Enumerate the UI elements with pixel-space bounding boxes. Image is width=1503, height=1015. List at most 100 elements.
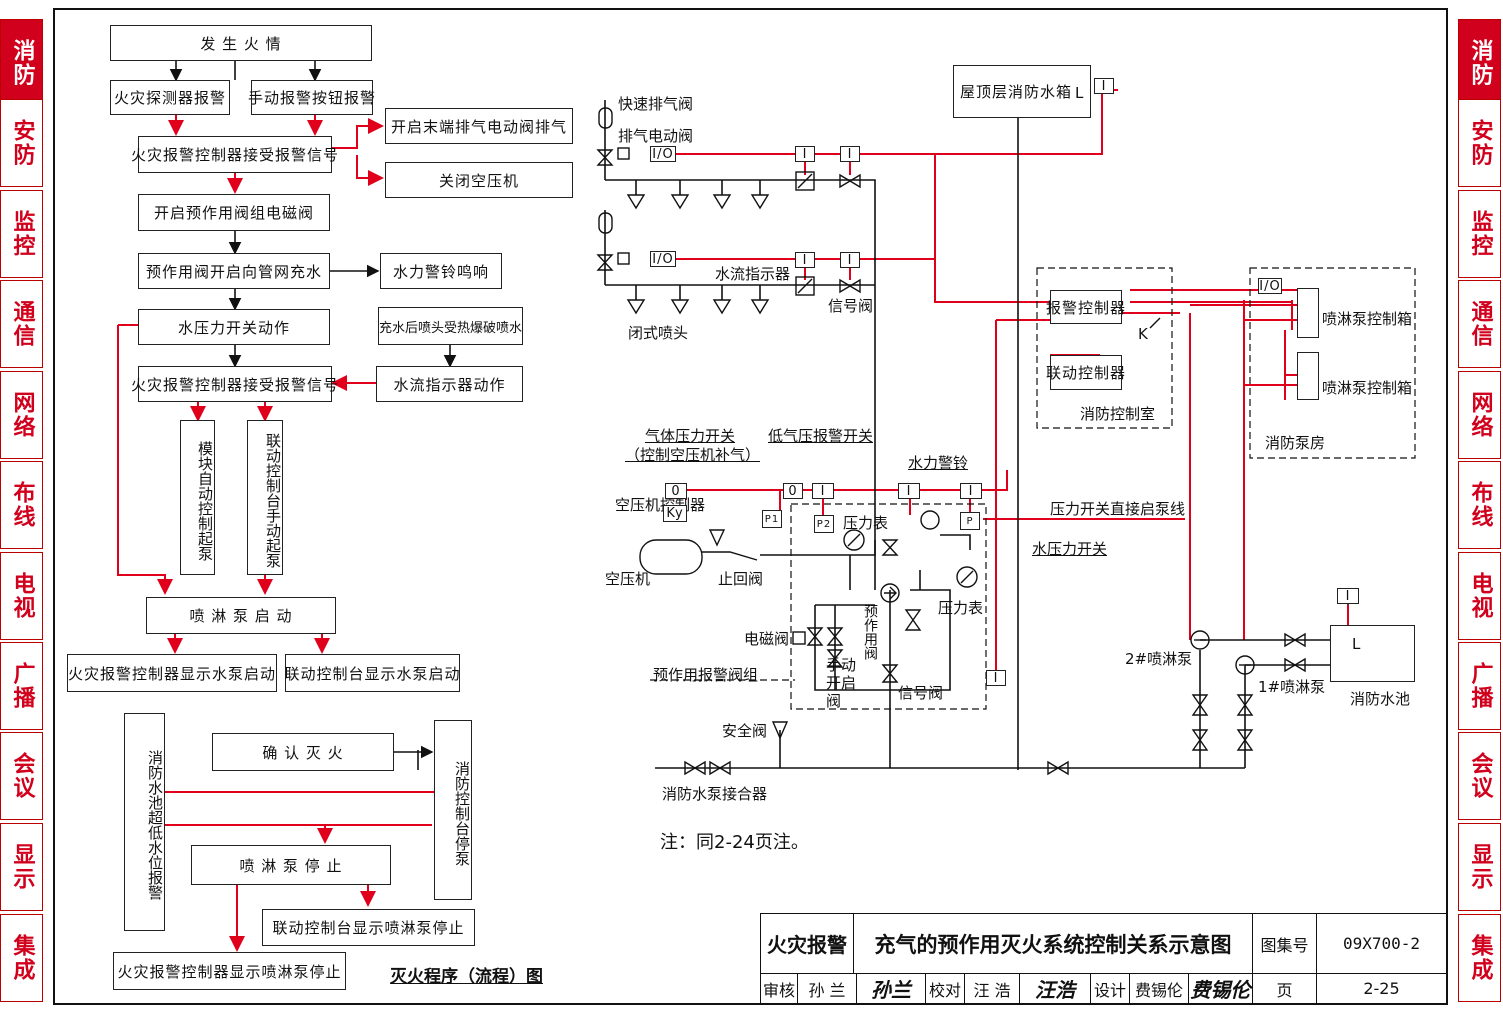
box-signal-8: I xyxy=(986,670,1006,686)
tab-6[interactable]: 电视 xyxy=(0,552,43,640)
tb-category: 火灾报警 xyxy=(760,913,854,974)
pool-level-L: L xyxy=(1352,635,1361,653)
roof-tank-label: 屋顶层消防水箱 xyxy=(960,83,1073,101)
left-tab-strip: 消防安防监控通信网络布线电视广播会议显示集成 xyxy=(0,8,45,1008)
tb-designer-signature: 费锡伦 xyxy=(1188,973,1253,1004)
tab-7[interactable]: 广播 xyxy=(0,642,43,730)
box-pump-start: 喷 淋 泵 启 动 xyxy=(146,597,336,634)
signal-box-3: I xyxy=(795,252,815,268)
tab-5[interactable]: 布线 xyxy=(0,461,43,549)
io-box-1: I/O xyxy=(650,146,676,162)
box-signal-5: I xyxy=(812,483,834,499)
box-fire-pool xyxy=(1330,625,1415,682)
label-valve-group: 预作用报警阀组 xyxy=(653,666,759,684)
tab-6[interactable]: 电视 xyxy=(1458,552,1501,640)
box-controller-receive-2: 火灾报警控制器接受报警信号 xyxy=(131,366,338,402)
label-pump-box-2: 喷淋泵控制箱 xyxy=(1322,379,1413,397)
tab-2[interactable]: 监控 xyxy=(1458,190,1501,278)
box-detector-alarm: 火灾探测器报警 xyxy=(110,80,230,115)
tab-4[interactable]: 网络 xyxy=(1458,371,1501,459)
tab-1[interactable]: 安防 xyxy=(1458,99,1501,187)
label-signal-valve-2: 信号阀 xyxy=(898,684,944,702)
tab-8[interactable]: 会议 xyxy=(0,732,43,820)
flow-caption: 灭火程序（流程）图 xyxy=(390,967,543,987)
box-console-show-stop: 联动控制台显示喷淋泵停止 xyxy=(262,909,475,946)
pump-box-1-body xyxy=(1297,288,1319,338)
box-manual-alarm: 手动报警按钮报警 xyxy=(248,80,375,115)
box-open-exhaust: 开启末端排气电动阀排气 xyxy=(385,108,573,144)
box-zero-2: 0 xyxy=(783,483,803,499)
box-ctrl-show-stop: 火灾报警控制器显示喷淋泵停止 xyxy=(113,952,346,990)
box-p2: P2 xyxy=(814,515,834,533)
label-exhaust-motor: 排气电动阀 xyxy=(618,127,694,145)
tab-8[interactable]: 会议 xyxy=(1458,732,1501,820)
label-pump-1: 1#喷淋泵 xyxy=(1258,678,1326,696)
tb-page-no: 2-25 xyxy=(1316,973,1447,1004)
io-box-2: I/O xyxy=(650,251,676,267)
label-compressor-ctrl: 空压机控制器 xyxy=(615,496,706,514)
box-controller-receive: 火灾报警控制器接受报警信号 xyxy=(131,136,338,173)
box-alarm-controller: 报警控制器 xyxy=(1046,290,1125,324)
label-pump-room: 消防泵房 xyxy=(1265,434,1326,452)
label-check-valve: 止回阀 xyxy=(718,570,764,588)
label-gas-switch: 气体压力开关 xyxy=(645,427,736,445)
tab-10[interactable]: 集成 xyxy=(0,914,43,1002)
tb-checker-signature: 汪浩 xyxy=(1019,973,1091,1004)
box-signal-6: I xyxy=(898,483,920,499)
title-block: 火灾报警 充气的预作用灭火系统控制关系示意图 图集号 09X700-2 审核 孙… xyxy=(760,913,1447,1004)
label-manual-open: 手动开启阀 xyxy=(826,656,857,710)
tab-9[interactable]: 显示 xyxy=(0,823,43,911)
tab-2[interactable]: 监控 xyxy=(0,190,43,278)
label-note: 注：同2-24页注。 xyxy=(660,832,809,853)
box-nozzle-burst: 充水后喷头受热爆破喷水 xyxy=(378,307,523,345)
label-gas-switch-note: （控制空压机补气） xyxy=(625,446,761,464)
box-p: P xyxy=(960,512,980,530)
box-valve-fill: 预作用阀开启向管网充水 xyxy=(138,253,330,289)
tab-0[interactable]: 消防 xyxy=(1458,19,1501,107)
label-safety-valve: 安全阀 xyxy=(722,722,768,740)
tab-7[interactable]: 广播 xyxy=(1458,642,1501,730)
label-k: K xyxy=(1138,325,1148,343)
pump-box-2-body xyxy=(1297,352,1319,400)
label-preaction-valve: 预作用阀 xyxy=(862,604,878,660)
box-p1: P1 xyxy=(762,510,782,528)
label-direct-line: 压力开关直接启泵线 xyxy=(1050,500,1186,518)
compressor-zero-box: 0 xyxy=(665,483,687,499)
box-confirm: 确 认 灭 火 xyxy=(212,733,394,771)
box-open-solenoid: 开启预作用阀组电磁阀 xyxy=(138,194,330,231)
tb-atlas-no: 09X700-2 xyxy=(1316,913,1447,974)
box-roof-tank: 屋顶层消防水箱 xyxy=(953,65,1091,118)
tab-3[interactable]: 通信 xyxy=(0,280,43,368)
tab-3[interactable]: 通信 xyxy=(1458,280,1501,368)
signal-box-1: I xyxy=(795,146,815,162)
box-console-manual: 联动控制台手动起泵 xyxy=(247,420,283,575)
tab-4[interactable]: 网络 xyxy=(0,371,43,459)
tb-title: 充气的预作用灭火系统控制关系示意图 xyxy=(853,913,1253,974)
tb-page-label: 页 xyxy=(1252,973,1317,1004)
tb-review-label: 审核 xyxy=(760,973,798,1004)
label-signal-valve: 信号阀 xyxy=(828,297,874,315)
label-gauge-1: 压力表 xyxy=(843,514,889,532)
tab-5[interactable]: 布线 xyxy=(1458,461,1501,549)
label-bell: 水力警铃 xyxy=(908,454,969,472)
pool-signal: I xyxy=(1337,588,1359,604)
box-pool-low: 消防水池超低水位报警 xyxy=(124,713,165,931)
box-module-auto: 模块自动控制起泵 xyxy=(180,420,215,575)
signal-box-2: I xyxy=(840,146,860,162)
tab-0[interactable]: 消防 xyxy=(0,19,43,107)
box-close-compressor: 关闭空压机 xyxy=(385,162,573,198)
label-flow-indicator: 水流指示器 xyxy=(715,265,791,283)
label-compressor: 空压机 xyxy=(605,570,651,588)
drawing-frame xyxy=(53,8,1448,1005)
tab-10[interactable]: 集成 xyxy=(1458,914,1501,1002)
box-flow-indicator: 水流指示器动作 xyxy=(376,366,523,402)
tab-1[interactable]: 安防 xyxy=(0,99,43,187)
roof-tank-signal: I xyxy=(1094,78,1114,94)
label-gauge-2: 压力表 xyxy=(938,599,984,617)
box-console-stop: 消防控制台停泵 xyxy=(434,720,472,900)
box-signal-7: I xyxy=(960,483,982,499)
label-pool: 消防水池 xyxy=(1350,690,1411,708)
box-bell-ring: 水力警铃鸣响 xyxy=(380,253,502,289)
tab-9[interactable]: 显示 xyxy=(1458,823,1501,911)
box-ctrl-show-start: 火灾报警控制器显示水泵启动 xyxy=(67,654,277,692)
